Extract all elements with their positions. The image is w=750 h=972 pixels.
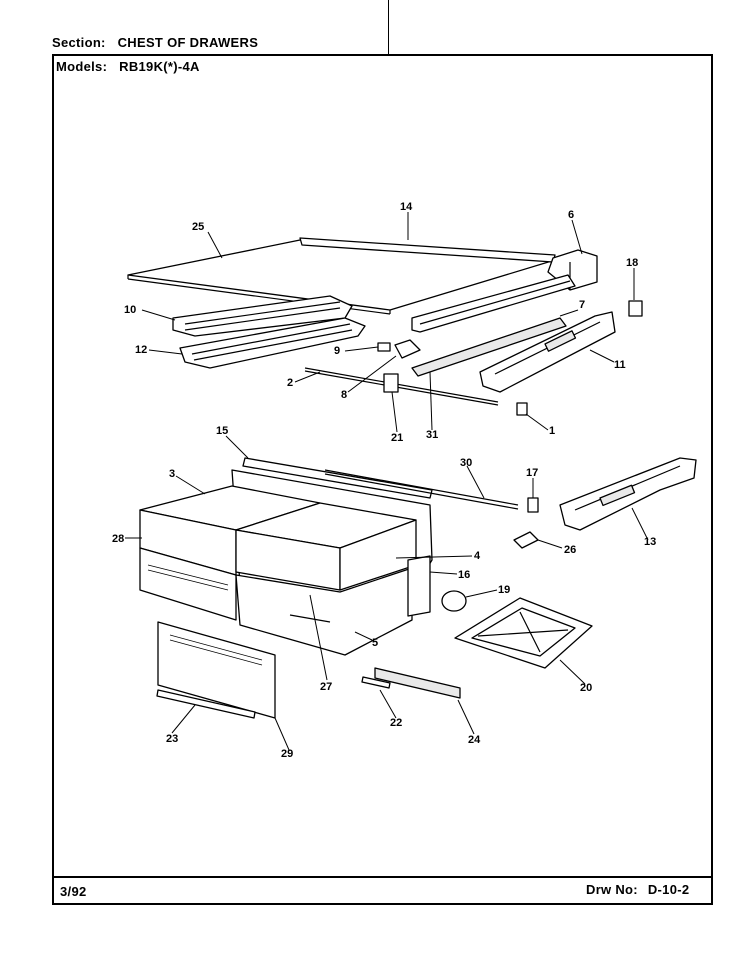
callout-10: 10	[124, 304, 136, 316]
part-9-clip	[377, 342, 391, 352]
part-26-clip	[513, 531, 539, 549]
part-24-handle	[374, 667, 461, 699]
callout-30: 30	[460, 457, 472, 469]
part-18-latch	[628, 300, 643, 317]
footer-date: 3/92	[60, 884, 87, 899]
part-1-clip	[516, 402, 528, 416]
section-header: Section: CHEST OF DRAWERS	[52, 35, 258, 50]
callout-5: 5	[372, 637, 378, 649]
callout-15: 15	[216, 425, 228, 437]
footer-divider	[52, 876, 713, 878]
part-19-trim	[441, 590, 467, 612]
drawing-frame	[52, 54, 713, 905]
models-label: Models:	[56, 59, 108, 74]
part-17-clip	[527, 497, 539, 513]
callout-13: 13	[644, 536, 656, 548]
callout-14: 14	[400, 201, 413, 213]
models-value: RB19K(*)-4A	[119, 59, 200, 74]
callout-1: 1	[549, 425, 555, 437]
part-20-tray-inner	[471, 607, 576, 657]
callout-27: 27	[320, 681, 332, 693]
callout-28: 28	[112, 533, 124, 545]
callout-2: 2	[287, 377, 293, 389]
callout-11: 11	[614, 359, 626, 371]
callout-22: 22	[390, 717, 402, 729]
callout-7: 7	[579, 299, 585, 311]
callout-9: 9	[334, 345, 340, 357]
part-2-rod	[304, 367, 499, 403]
callout-labels: 25 14 6 18 10 7 12 9 2 8 11 21 31 1 15 3…	[112, 201, 656, 760]
callout-8: 8	[341, 389, 347, 401]
part-5-bin	[235, 567, 413, 656]
callout-19: 19	[498, 584, 510, 596]
callout-20: 20	[580, 682, 592, 694]
drawing-number-block: Drw No: D-10-2	[586, 882, 689, 897]
callout-29: 29	[281, 748, 293, 760]
callout-6: 6	[568, 209, 574, 221]
part-23-strip	[156, 689, 256, 719]
callout-16: 16	[458, 569, 470, 581]
section-value: CHEST OF DRAWERS	[117, 35, 259, 50]
callout-12: 12	[135, 344, 147, 356]
leader-lines	[125, 212, 649, 751]
callout-31: 31	[426, 429, 438, 441]
callout-25: 25	[192, 221, 204, 233]
section-label: Section:	[52, 35, 106, 50]
part-22-strip	[361, 676, 391, 689]
callout-4: 4	[474, 550, 481, 562]
part-11-rail	[479, 311, 616, 393]
drawing-label: Drw No:	[586, 882, 638, 897]
callout-24: 24	[468, 734, 481, 746]
callout-23: 23	[166, 733, 178, 745]
part-30-rod	[324, 469, 519, 506]
drawing-number: D-10-2	[647, 882, 690, 897]
part-31-roller-rail	[411, 317, 567, 377]
callout-21: 21	[391, 432, 403, 444]
callout-18: 18	[626, 257, 638, 269]
part-21-clip	[383, 373, 399, 393]
models-header: Models: RB19K(*)-4A	[56, 59, 200, 74]
callout-26: 26	[564, 544, 576, 556]
callout-3: 3	[169, 468, 175, 480]
callout-17: 17	[526, 467, 538, 479]
top-divider-line	[388, 0, 389, 54]
part-15-strip	[242, 457, 433, 499]
left-lower-drawer	[139, 547, 237, 621]
part-16-panel	[407, 555, 431, 617]
part-8-clip	[394, 339, 421, 359]
